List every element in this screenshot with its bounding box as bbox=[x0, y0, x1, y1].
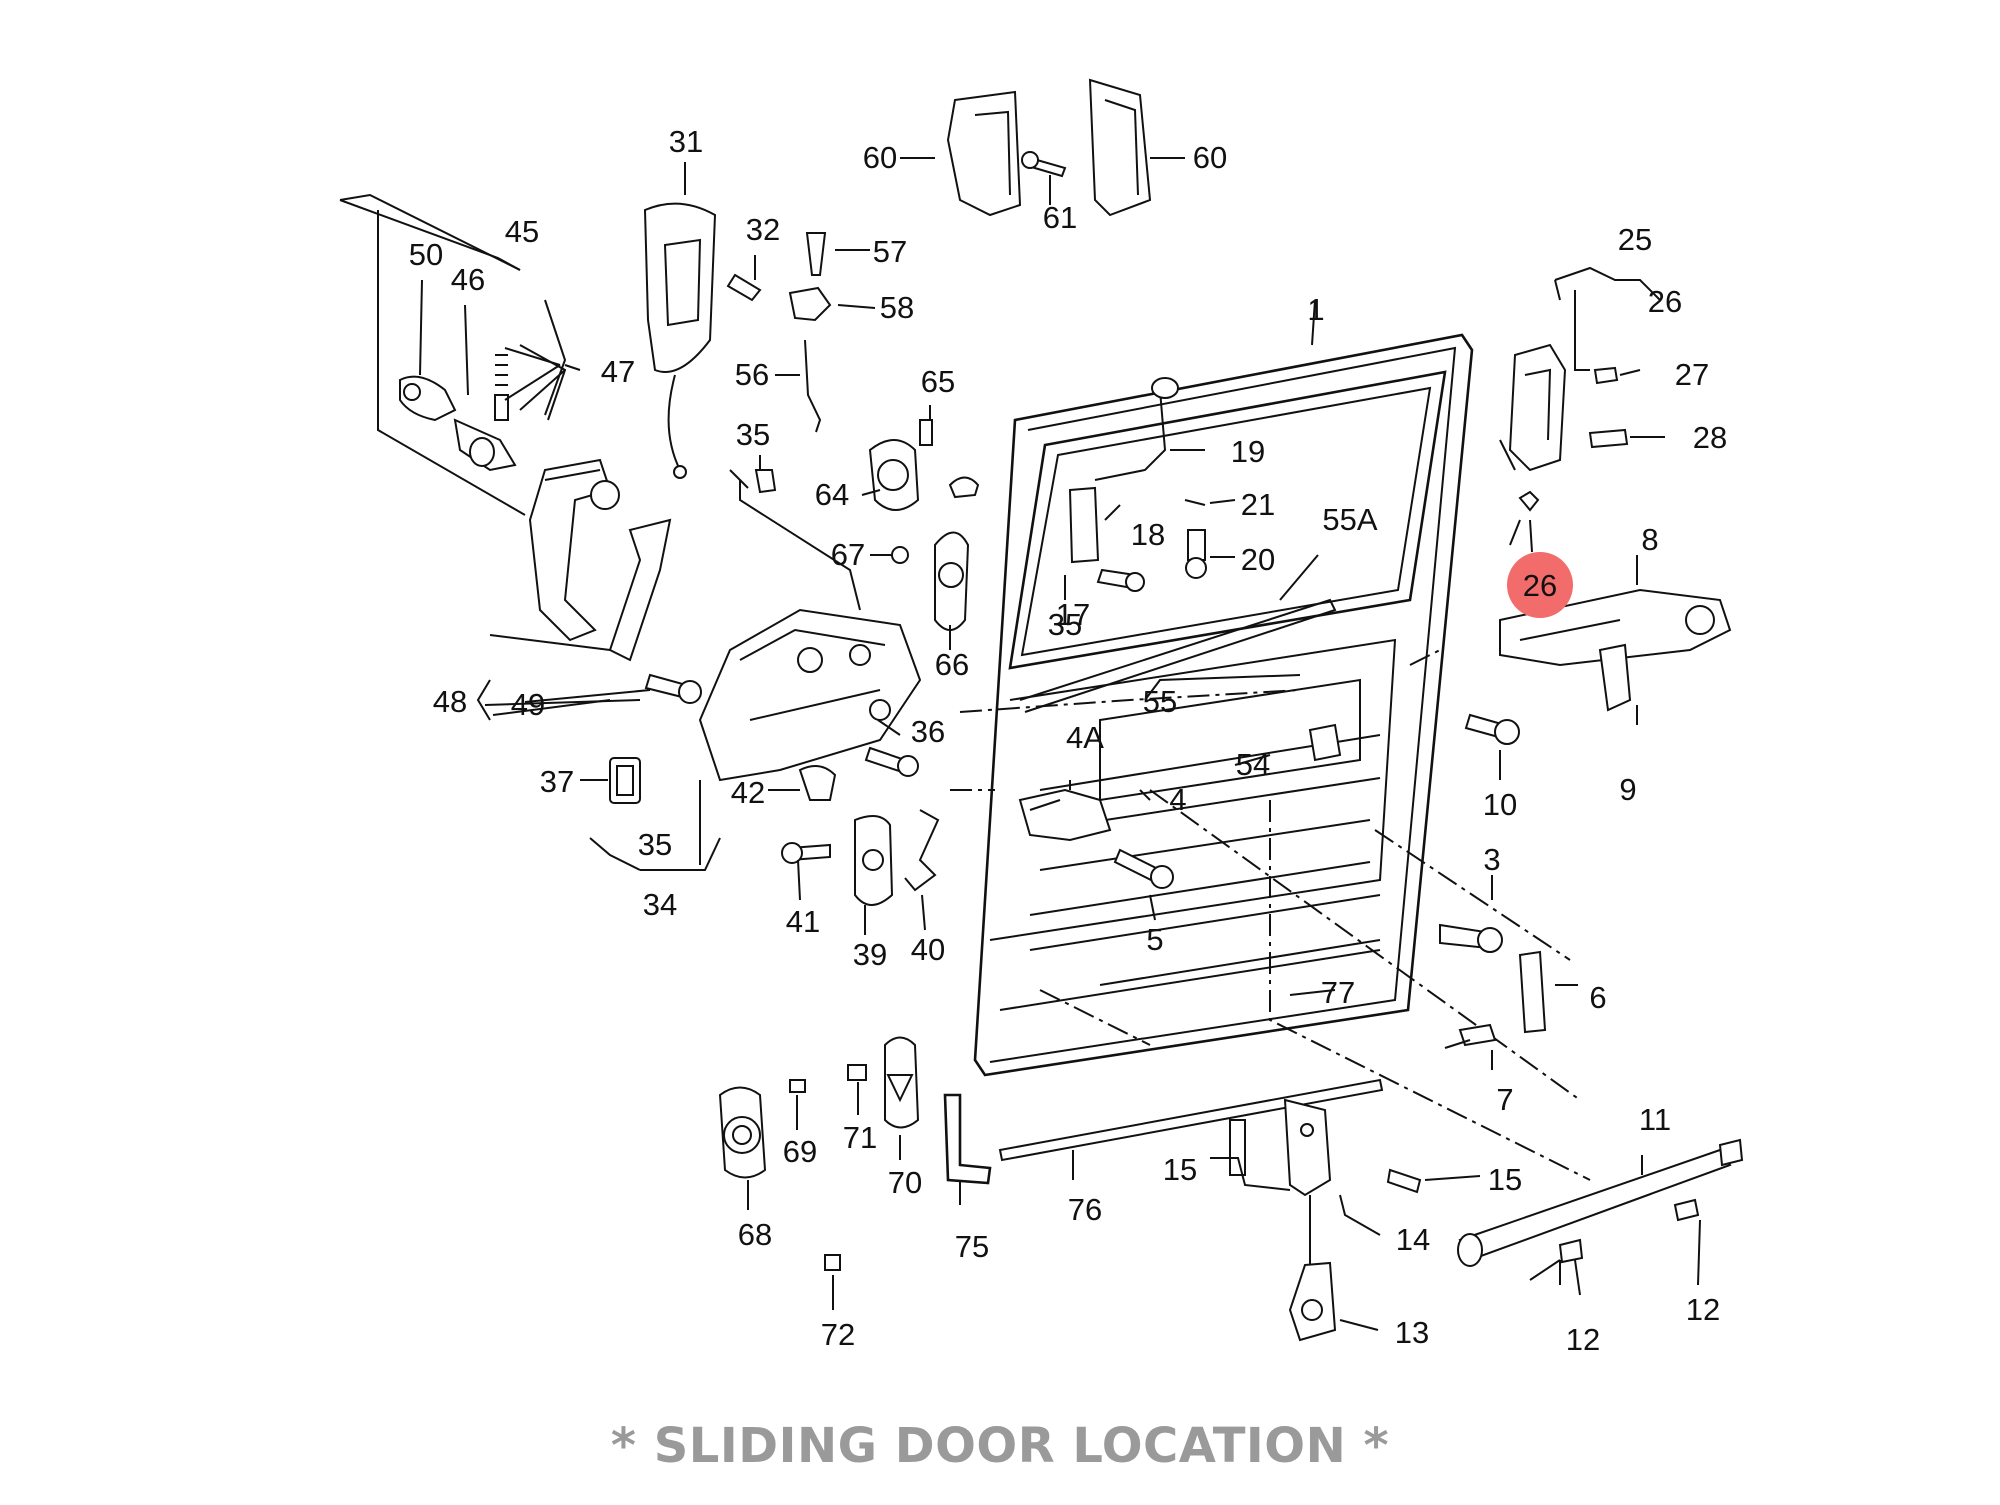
callout-76: 76 bbox=[1068, 1192, 1102, 1227]
callout-35c: 35 bbox=[1048, 607, 1082, 642]
callout-37: 37 bbox=[540, 764, 574, 799]
callout-6: 6 bbox=[1589, 980, 1606, 1015]
callout-50: 50 bbox=[409, 237, 443, 272]
callout-46: 46 bbox=[451, 262, 485, 297]
callout-75: 75 bbox=[955, 1229, 989, 1264]
right-lower-parts bbox=[1439, 923, 1547, 1049]
window-parts bbox=[1018, 377, 1342, 889]
callout-11: 11 bbox=[1639, 1102, 1671, 1137]
callout-48: 48 bbox=[433, 684, 467, 719]
screw-49 bbox=[644, 673, 702, 704]
callout-70: 70 bbox=[888, 1165, 922, 1200]
callout-56: 56 bbox=[735, 357, 769, 392]
callout-4a: 4A bbox=[1066, 720, 1104, 755]
callout-67: 67 bbox=[831, 537, 865, 572]
callout-45: 45 bbox=[505, 214, 539, 249]
callout-61: 61 bbox=[1043, 200, 1077, 235]
handle-caps bbox=[946, 78, 1152, 217]
lock-knob-parts bbox=[788, 232, 832, 433]
callout-15a: 15 bbox=[1163, 1152, 1197, 1187]
callout-64: 64 bbox=[815, 477, 849, 512]
callout-36: 36 bbox=[911, 714, 945, 749]
right-upper-bracket bbox=[1499, 343, 1629, 512]
callout-42: 42 bbox=[731, 775, 765, 810]
callout-1: 1 bbox=[1307, 292, 1324, 327]
door-panel bbox=[950, 333, 1591, 1181]
callout-32: 32 bbox=[746, 212, 780, 247]
callout-39: 39 bbox=[853, 937, 887, 972]
callout-28: 28 bbox=[1693, 420, 1727, 455]
callout-26a: 26 bbox=[1648, 284, 1682, 319]
callout-49: 49 bbox=[511, 687, 545, 722]
callout-4: 4 bbox=[1169, 782, 1186, 817]
callout-65: 65 bbox=[921, 364, 955, 399]
callout-60b: 60 bbox=[1193, 140, 1227, 175]
diagram-caption: * SLIDING DOOR LOCATION * bbox=[610, 1418, 1390, 1474]
callout-72: 72 bbox=[821, 1317, 855, 1352]
lock-mechanism bbox=[698, 419, 980, 801]
callout-25: 25 bbox=[1618, 222, 1652, 257]
callout-31: 31 bbox=[669, 124, 703, 159]
callout-17: 17 bbox=[1056, 597, 1090, 632]
callout-10: 10 bbox=[1483, 787, 1517, 822]
callout-60a: 60 bbox=[863, 140, 897, 175]
callout-34: 34 bbox=[643, 887, 677, 922]
callout-71: 71 bbox=[843, 1120, 877, 1155]
callout-40: 40 bbox=[911, 932, 945, 967]
lock-cylinder-group bbox=[339, 193, 567, 516]
callout-13: 13 bbox=[1395, 1315, 1429, 1350]
callout-27: 27 bbox=[1675, 357, 1709, 392]
callout-12a: 12 bbox=[1686, 1292, 1720, 1327]
callout-66: 66 bbox=[935, 647, 969, 682]
callout-58: 58 bbox=[880, 290, 914, 325]
callout-21: 21 bbox=[1241, 487, 1275, 522]
callout-77: 77 bbox=[1321, 975, 1355, 1010]
callout-35b: 35 bbox=[638, 827, 672, 862]
bottom-left-hardware bbox=[718, 1036, 920, 1271]
callout-68: 68 bbox=[738, 1217, 772, 1252]
callout-12b: 12 bbox=[1566, 1322, 1600, 1357]
right-hinge bbox=[1464, 588, 1732, 745]
callout-55a: 55A bbox=[1322, 502, 1377, 537]
callout-14: 14 bbox=[1396, 1222, 1430, 1257]
callout-47: 47 bbox=[601, 354, 635, 389]
highlight-marker bbox=[1507, 552, 1573, 618]
callout-54: 54 bbox=[1236, 747, 1270, 782]
lower-track-parts bbox=[1229, 1098, 1744, 1342]
latch-bracket bbox=[476, 458, 672, 721]
callout-57: 57 bbox=[873, 234, 907, 269]
leader-lines bbox=[339, 157, 1701, 1331]
callout-35a: 35 bbox=[736, 417, 770, 452]
interior-handle bbox=[643, 202, 762, 479]
lower-left-parts bbox=[609, 757, 940, 906]
callout-19: 19 bbox=[1231, 434, 1265, 469]
callout-9: 9 bbox=[1619, 772, 1636, 807]
callout-3: 3 bbox=[1483, 842, 1500, 877]
callout-26b: 26 bbox=[1523, 568, 1557, 603]
callout-8: 8 bbox=[1641, 522, 1658, 557]
callout-labels: 1 3 4 4A 5 6 7 8 9 10 11 12 12 13 14 15 … bbox=[409, 124, 1727, 1357]
callout-20: 20 bbox=[1241, 542, 1275, 577]
callout-15b: 15 bbox=[1488, 1162, 1522, 1197]
callout-18: 18 bbox=[1131, 517, 1165, 552]
callout-55: 55 bbox=[1143, 684, 1177, 719]
seal-strips bbox=[943, 1078, 1384, 1185]
callout-5: 5 bbox=[1146, 922, 1163, 957]
callout-7: 7 bbox=[1496, 1082, 1513, 1117]
callout-69: 69 bbox=[783, 1134, 817, 1169]
callout-41: 41 bbox=[786, 904, 820, 939]
